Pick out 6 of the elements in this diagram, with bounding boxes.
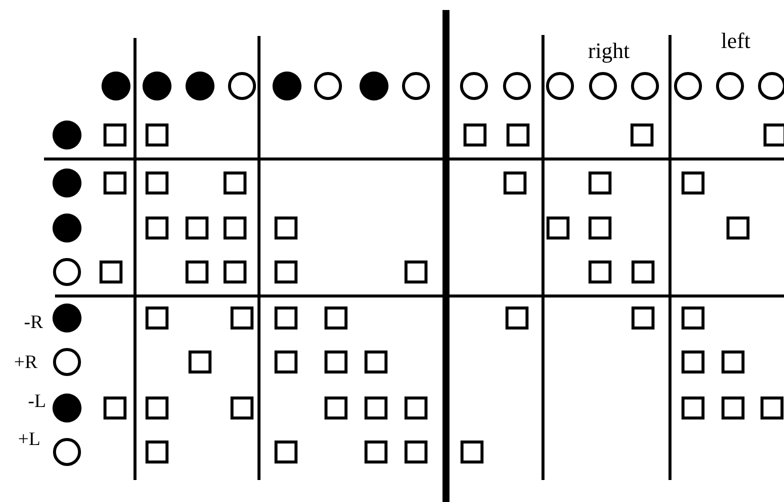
row-label: -L <box>28 392 46 411</box>
row-label: +L <box>18 430 40 449</box>
row-label: -R <box>24 313 43 332</box>
column-label: right <box>588 40 630 62</box>
row-label: +R <box>14 353 38 372</box>
column-label: left <box>721 30 750 52</box>
